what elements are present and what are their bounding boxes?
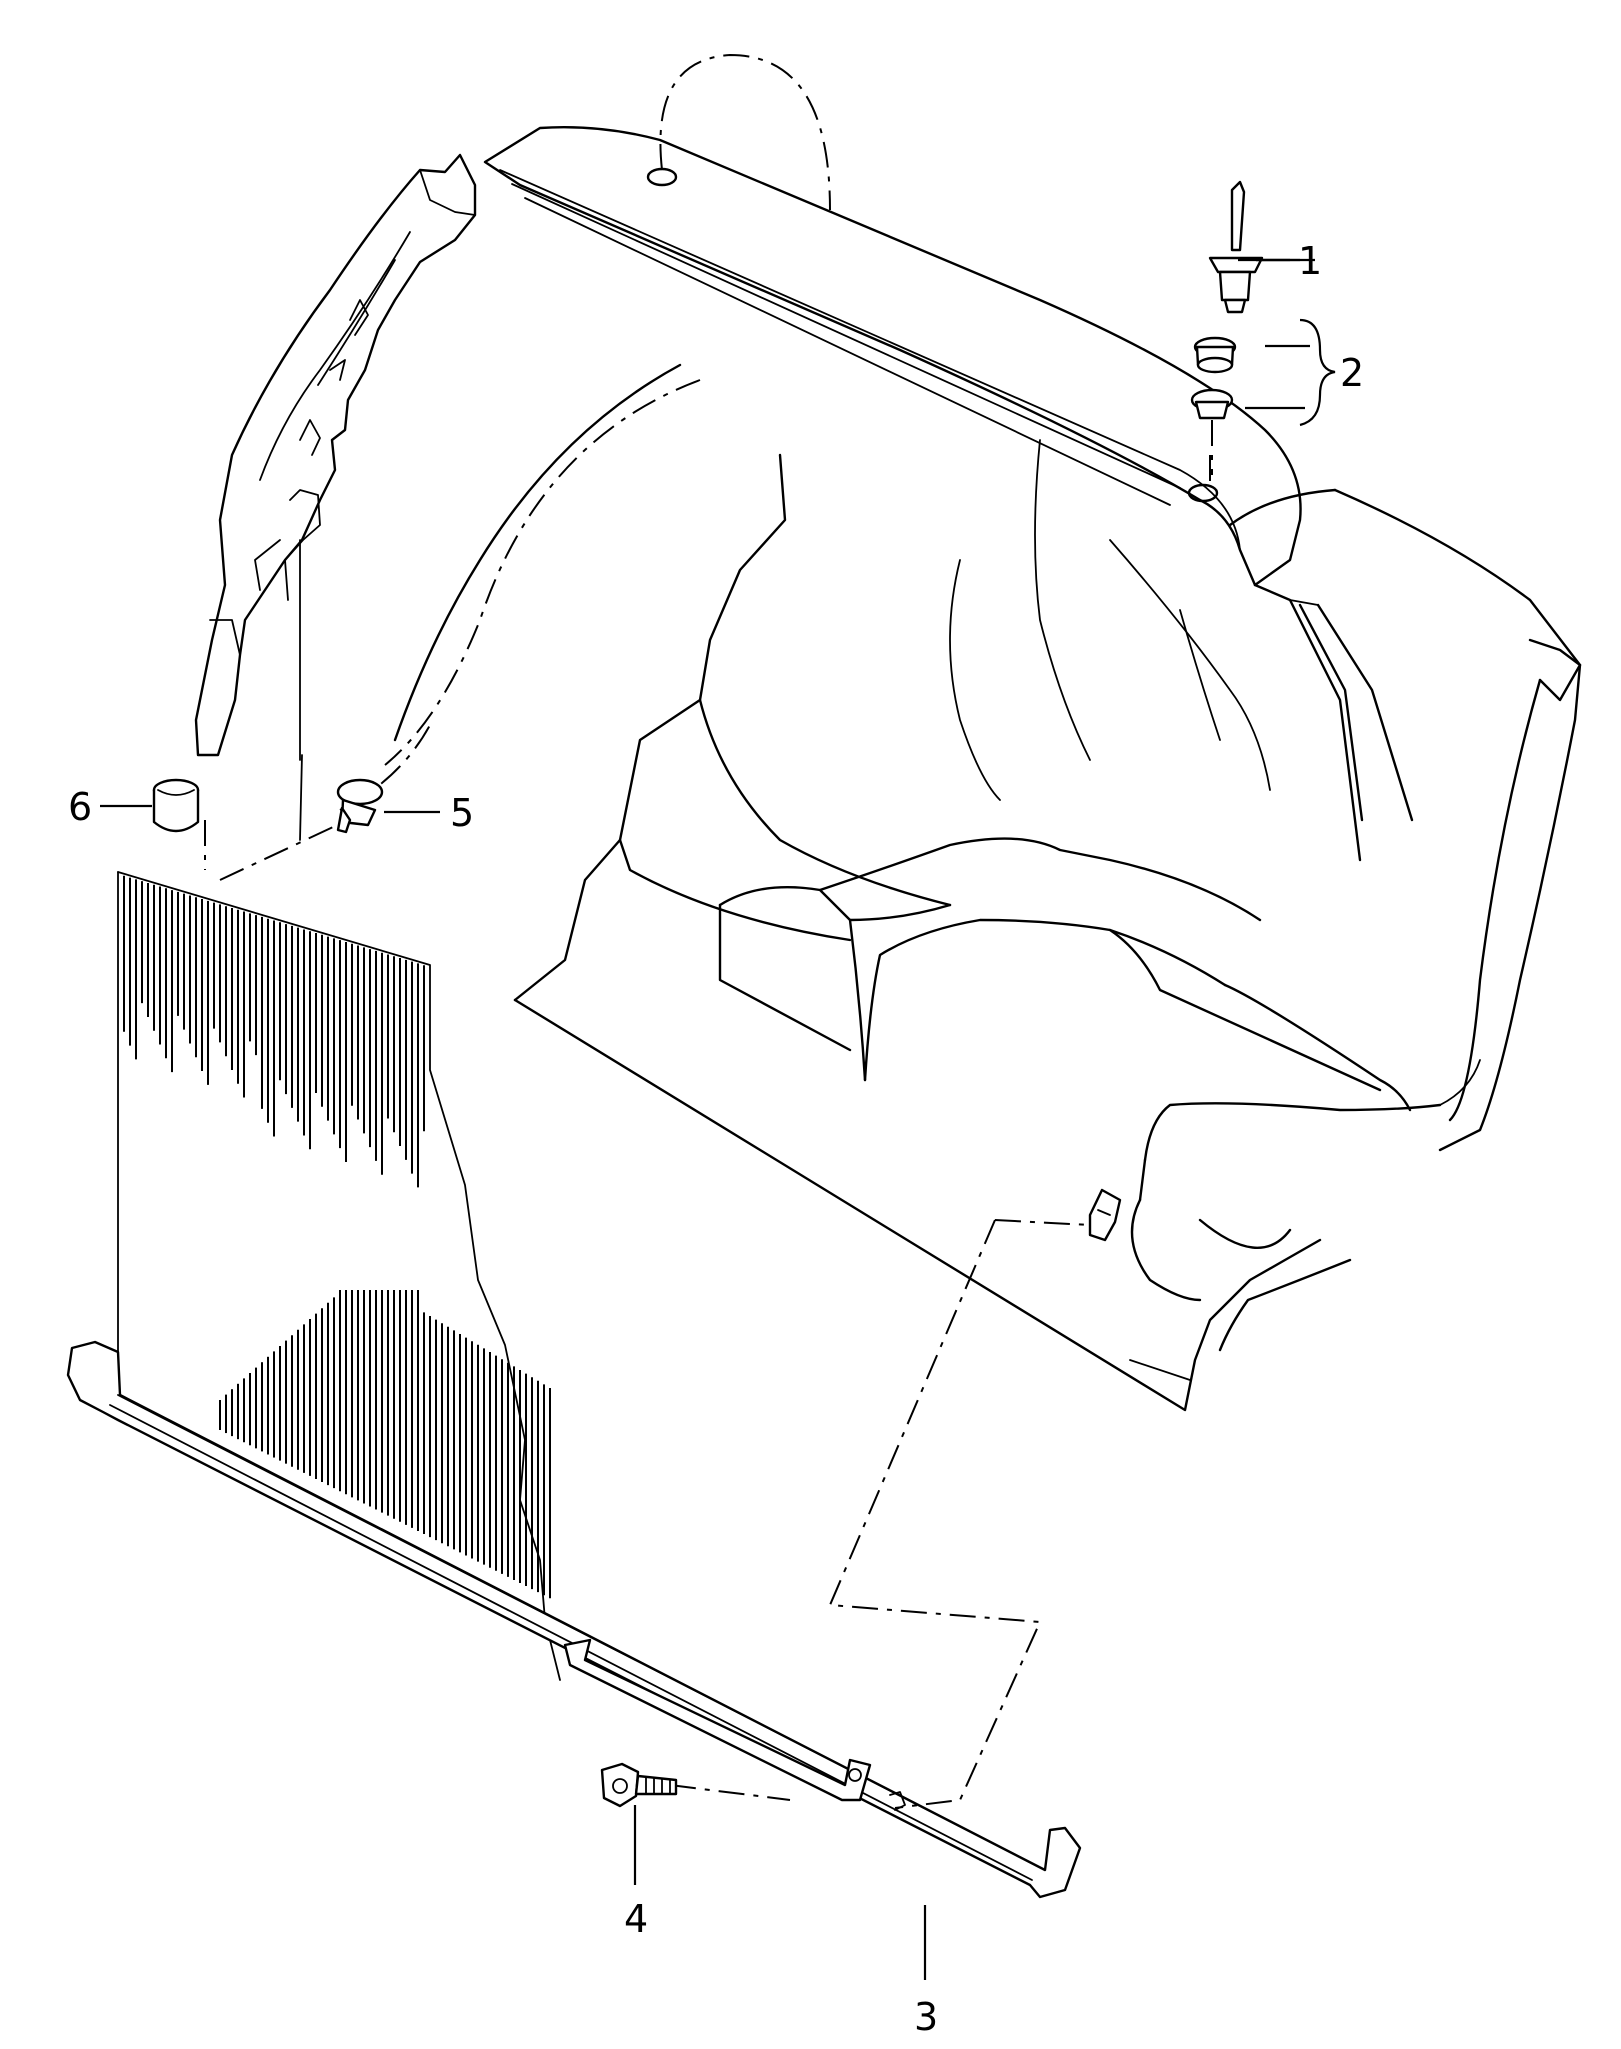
callout-labels: 1 2 3 4 5 6 <box>68 239 1364 2039</box>
roof-rear-frame <box>483 53 1302 587</box>
sill-trim-rail <box>66 1340 1082 1899</box>
callout-3: 3 <box>914 1995 938 2039</box>
rear-seat <box>384 363 1481 1412</box>
leader-lines <box>100 258 1336 1980</box>
left-pillar-trim <box>194 153 477 841</box>
callout-6: 6 <box>68 785 92 829</box>
hex-bolt <box>600 1762 678 1808</box>
callout-1: 1 <box>1298 239 1322 283</box>
callout-2: 2 <box>1340 351 1364 395</box>
rivet-and-grommet <box>1190 180 1264 475</box>
partition-net <box>117 871 561 1681</box>
callout-4: 4 <box>624 1897 648 1941</box>
push-pin-fastener <box>336 778 384 834</box>
right-c-pillar <box>1253 488 1582 1152</box>
cover-cap <box>152 778 200 833</box>
callout-5: 5 <box>450 791 474 835</box>
